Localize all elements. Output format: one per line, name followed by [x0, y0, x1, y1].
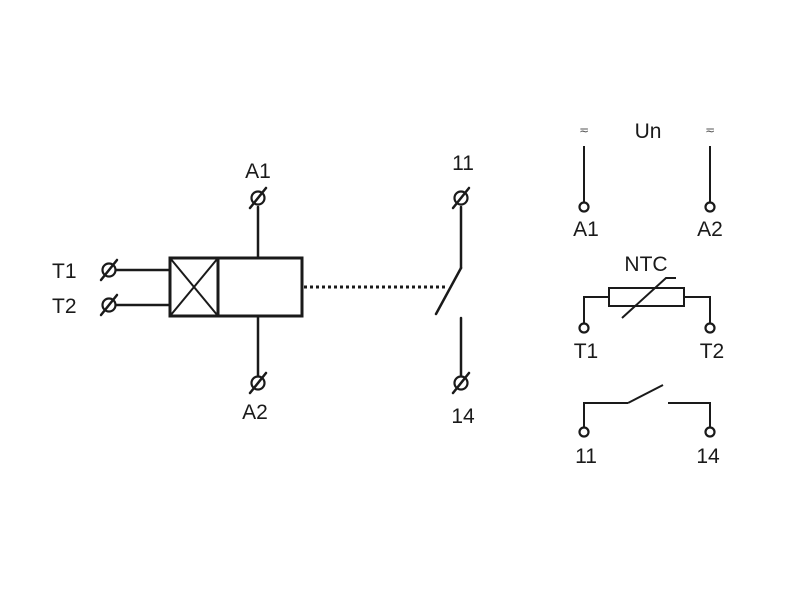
terminal-dot-icon — [578, 426, 590, 438]
terminal-a1: A1 — [245, 160, 271, 260]
legend-label-t2: T2 — [700, 340, 725, 363]
thermistor-cross-2 — [169, 257, 219, 317]
terminal-t1: T1 — [52, 258, 172, 283]
contact-blade — [434, 266, 463, 316]
label-a2: A2 — [242, 401, 268, 424]
legend-label-a2: A2 — [697, 218, 723, 241]
relay-coil-box — [168, 256, 304, 318]
legend-label-14: 14 — [696, 445, 720, 468]
terminal-dot-icon — [704, 201, 716, 213]
label-a1: A1 — [245, 160, 271, 183]
legend-contact-blade — [627, 384, 664, 404]
terminal-a2: A2 — [242, 314, 268, 424]
terminal-dot-icon — [704, 426, 716, 438]
terminal-dot-icon — [704, 322, 716, 334]
label-t2: T2 — [52, 295, 77, 318]
ac-dc-symbol-right: ≂ — [705, 123, 715, 137]
label-un: Un — [635, 120, 662, 143]
terminal-dot-icon — [578, 322, 590, 334]
legend-contact: 11 14 — [575, 384, 720, 468]
legend-label-t1: T1 — [574, 340, 599, 363]
label-t1: T1 — [52, 260, 77, 283]
legend-supply: Un ≂ ≂ A1 A2 — [573, 120, 723, 241]
terminal-14: 14 — [451, 316, 475, 428]
terminal-dot-icon — [578, 201, 590, 213]
terminal-11: 11 — [451, 152, 474, 270]
legend-ntc: NTC T1 T2 — [574, 253, 725, 363]
relay-symbol — [168, 256, 304, 318]
legend-label-a1: A1 — [573, 218, 599, 241]
ntc-slash — [621, 277, 676, 319]
ac-dc-symbol-left: ≂ — [579, 123, 589, 137]
label-14: 14 — [451, 405, 475, 428]
legend-label-11: 11 — [575, 445, 597, 468]
label-11: 11 — [452, 152, 474, 175]
terminal-t2: T2 — [52, 293, 172, 318]
label-ntc: NTC — [624, 253, 667, 276]
